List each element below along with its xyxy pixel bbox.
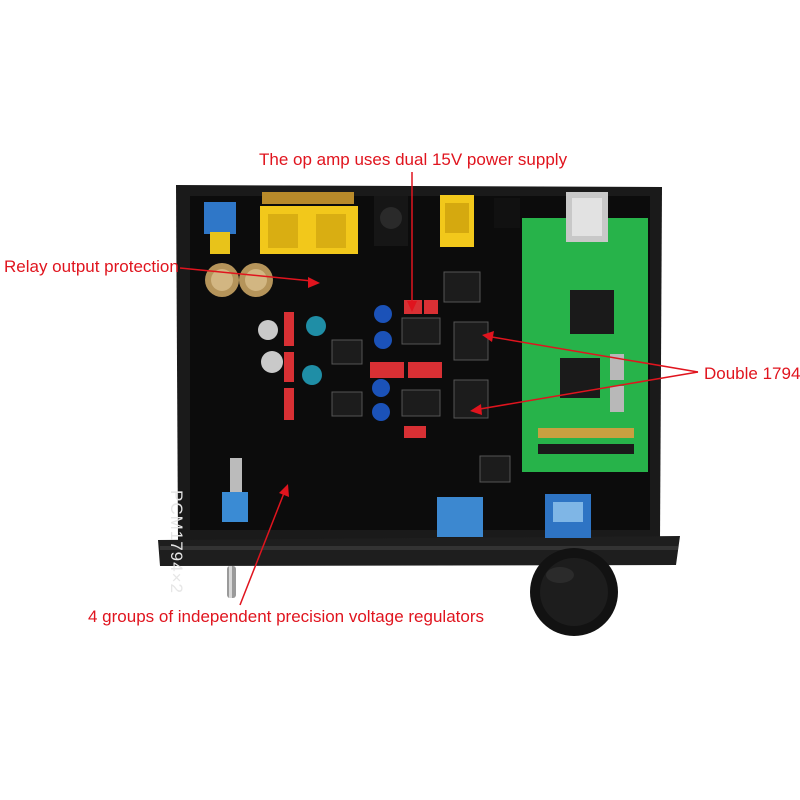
- toggle-lever: [227, 566, 236, 598]
- annotation-arrowheads: [279, 277, 494, 497]
- integrated-circuits: [331, 271, 511, 483]
- regulators-annotation: 4 groups of independent precision voltag…: [88, 607, 484, 626]
- bottom-connectors: [222, 458, 591, 538]
- board-silkscreen-label: PCM1794×2: [167, 490, 186, 594]
- annotation-lines: [179, 172, 699, 606]
- dac-chip-annotation: Double 1794: [704, 364, 800, 383]
- relay-annotation: Relay output protection: [4, 257, 179, 276]
- volume-knob: [530, 548, 618, 636]
- usb-interface-board: [522, 192, 648, 472]
- op-amp-annotation: The op amp uses dual 15V power supply: [259, 150, 568, 169]
- rear-connectors: [204, 192, 520, 254]
